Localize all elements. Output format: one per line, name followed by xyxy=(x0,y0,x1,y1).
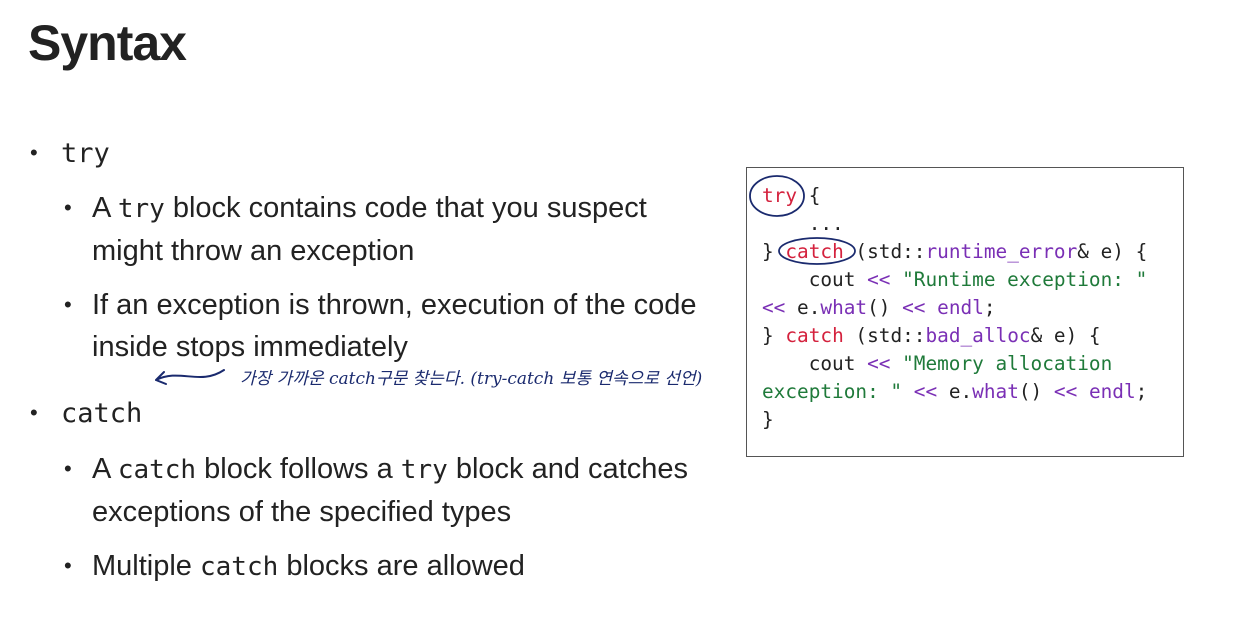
bullet-text: A try block contains code that you suspe… xyxy=(92,192,647,267)
handwritten-annotation: 가장 가까운 catch구문 찾는다. (try-catch 보통 연속으로 선… xyxy=(150,358,750,398)
bullet-text: A catch block follows a try block and ca… xyxy=(92,453,688,528)
bullet-heading: try xyxy=(61,138,110,169)
bullet-text: Multiple catch blocks are allowed xyxy=(92,550,525,582)
code-snippet: try { ... } catch (std::runtime_error& e… xyxy=(762,184,1148,431)
bullet-text: If an exception is thrown, execution of … xyxy=(92,289,697,363)
page-title: Syntax xyxy=(28,15,187,71)
bullet-heading: catch xyxy=(61,398,143,429)
annotation-text: 가장 가까운 catch구문 찾는다. (try-catch 보통 연속으로 선… xyxy=(240,369,703,389)
arrow-icon xyxy=(155,369,225,385)
bullet-dot: • xyxy=(30,140,38,165)
bullet-dot: • xyxy=(64,553,72,578)
bullet-dot: • xyxy=(30,400,38,425)
bullet-dot: • xyxy=(64,195,72,220)
code-example-box: try { ... } catch (std::runtime_error& e… xyxy=(746,167,1184,457)
bullet-dot: • xyxy=(64,292,72,317)
bullet-dot: • xyxy=(64,456,72,481)
